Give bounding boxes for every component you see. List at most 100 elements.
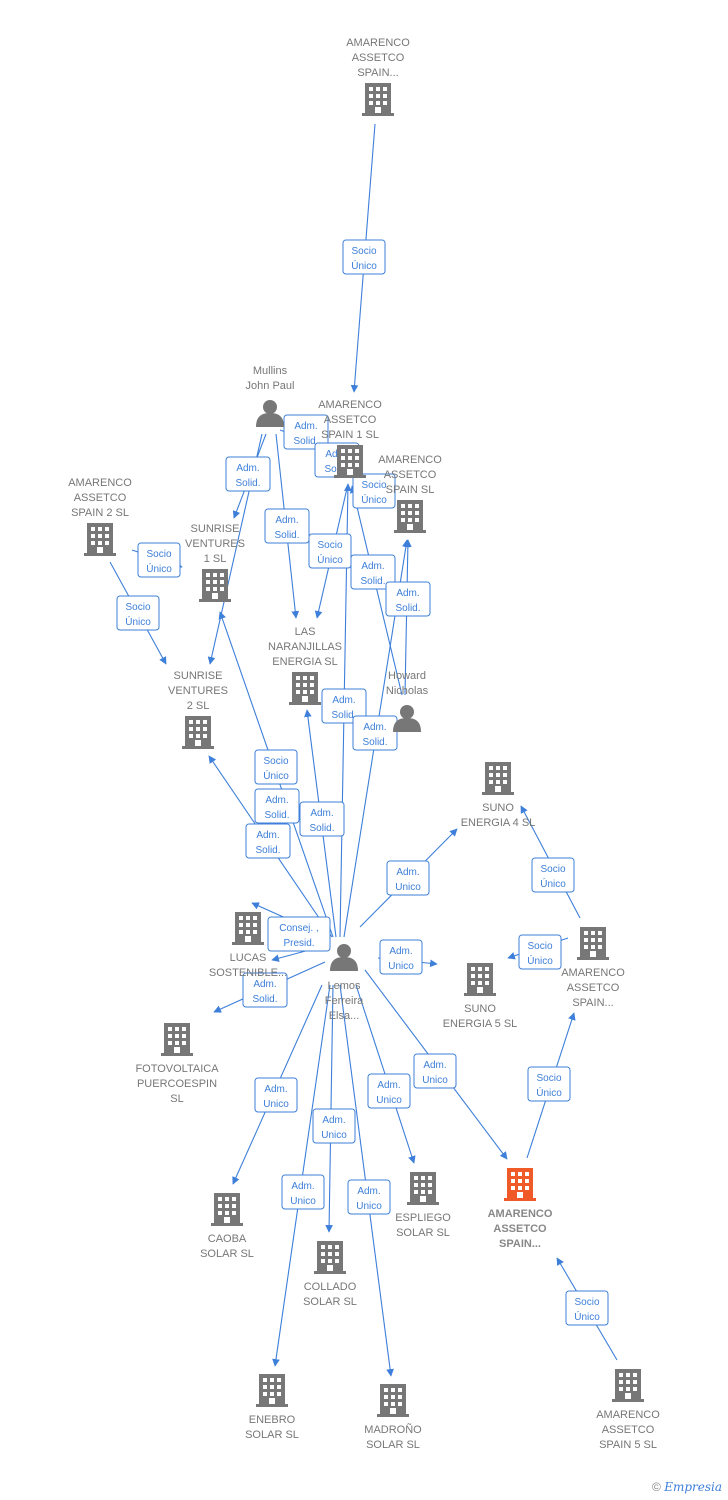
node-label-line: Elsa... xyxy=(329,1010,360,1022)
edge-label-howard-to-spain_sl[interactable]: Adm.Solid. xyxy=(385,581,431,617)
edge-label-text: Único xyxy=(527,954,553,967)
edge-label-text: Consej. , xyxy=(279,923,318,934)
edge-howard-to-spain_sl xyxy=(404,539,412,696)
edge-label-lemos-to-caoba[interactable]: Adm.Unico xyxy=(254,1077,298,1113)
edge-label-text: Adm. xyxy=(423,1060,446,1071)
edge-label-text: Adm. xyxy=(357,1186,380,1197)
node-label-line: AMARENCO xyxy=(378,454,442,466)
node-label-line: ENERGIA 5 SL xyxy=(443,1018,518,1030)
edge-label-text: Socio xyxy=(351,246,376,257)
node-label-line: VENTURES xyxy=(168,685,228,697)
node-label-line: ASSETCO xyxy=(352,52,405,64)
copyright-symbol: © xyxy=(652,1480,661,1494)
node-main[interactable]: AMARENCOASSETCOSPAIN... xyxy=(488,1168,553,1250)
edge-label-lemos-to-suno5[interactable]: Adm.Unico xyxy=(379,939,423,975)
node-label-line: Nicholas xyxy=(386,685,429,697)
node-label-line: SOLAR SL xyxy=(366,1439,420,1451)
edge-label-lemos-to-suno4[interactable]: Adm.Unico xyxy=(386,860,430,896)
edge-label-lemos-to-sunrise1[interactable]: Adm.Solid. xyxy=(254,788,300,824)
node-label-line: ASSETCO xyxy=(324,414,377,426)
edge-label-lemos-to-naranjillas[interactable]: Adm.Solid. xyxy=(299,801,345,837)
edge-label-mullins-to-sunrise1[interactable]: Adm.Solid. xyxy=(225,456,271,492)
node-label-line: John Paul xyxy=(246,380,295,392)
edge-label-lemos-to-spain_sl[interactable]: Adm.Solid. xyxy=(352,715,398,751)
node-label-line: CAOBA xyxy=(208,1233,247,1245)
node-lemos[interactable]: LemosFerreiraElsa... xyxy=(325,944,364,1022)
node-label-line: SOLAR SL xyxy=(396,1227,450,1239)
edge-label-text: Unico xyxy=(395,882,421,893)
edge-label-text: Adm. xyxy=(256,830,279,841)
node-suno5[interactable]: SUNO ENERGIA 5 SL xyxy=(443,963,518,1030)
node-lucas[interactable]: LUCASSOSTENIBLE... xyxy=(209,912,287,979)
edge-label-text: Socio xyxy=(536,1073,561,1084)
building-icon xyxy=(182,716,214,749)
edge-label-lemos-to-lucas[interactable]: Adm.Solid. xyxy=(245,823,291,859)
node-spain_top[interactable]: AMARENCOASSETCOSPAIN... xyxy=(346,37,410,116)
footer: © Empresia xyxy=(652,1480,722,1494)
building-icon xyxy=(161,1023,193,1056)
edge-label-text: Solid. xyxy=(331,710,356,721)
node-label-line: SOLAR SL xyxy=(200,1248,254,1260)
node-label-line: AMARENCO xyxy=(318,399,382,411)
edge-label-lemos-to-spain1[interactable]: Adm.Solid. xyxy=(321,688,367,724)
edge-label-text: Unico xyxy=(376,1095,402,1106)
building-icon xyxy=(232,912,264,945)
node-label-line: SOSTENIBLE... xyxy=(209,967,287,979)
person-icon xyxy=(256,400,284,427)
node-label-line: ASSETCO xyxy=(602,1424,655,1436)
edge-label-lemos-to-madrono[interactable]: Adm.Unico xyxy=(347,1179,391,1215)
node-label-line: AMARENCO xyxy=(346,37,410,49)
node-spain_right[interactable]: AMARENCOASSETCOSPAIN... xyxy=(561,927,625,1009)
node-label-line: ENEBRO xyxy=(249,1414,296,1426)
edge-label-text: Adm. xyxy=(294,421,317,432)
edge-label-howard-to-spain1[interactable]: Adm.Solid. xyxy=(350,554,396,590)
node-caoba[interactable]: CAOBA SOLAR SL xyxy=(200,1193,254,1260)
edge-label-lemos-to-fotovoltaica[interactable]: Adm.Solid. xyxy=(242,972,288,1008)
edge-label-lemos-to-main[interactable]: Adm.Unico xyxy=(413,1053,457,1089)
edge-label-text: Solid. xyxy=(293,436,318,447)
node-label-line: ENERGIA SL xyxy=(272,656,337,668)
node-label-line: 1 SL xyxy=(204,553,227,565)
empresia-logo[interactable]: Empresia xyxy=(664,1480,722,1494)
edge-label-lemos-to-enebro[interactable]: Adm.Unico xyxy=(281,1174,325,1210)
node-label-line: SUNO xyxy=(464,1003,496,1015)
edge-label-mullins-to-naranjillas[interactable]: Adm. Solid. xyxy=(283,414,329,450)
edge-label-text: Solid. xyxy=(362,737,387,748)
building-icon xyxy=(334,445,366,478)
node-label-line: SUNO xyxy=(482,802,514,814)
node-label-line: SPAIN 5 SL xyxy=(599,1439,657,1451)
node-label-line: SUNRISE xyxy=(191,523,240,535)
edge-label-mullins-to-sunrise2[interactable]: Adm.Solid. xyxy=(264,508,310,544)
edge-label-lemos-to-espliego[interactable]: Adm.Unico xyxy=(312,1108,356,1144)
edge-label-text: Socio xyxy=(263,756,288,767)
edge-label-text: Socio xyxy=(317,540,342,551)
edge-label-lemos-to-collado[interactable]: Adm.Unico xyxy=(367,1073,411,1109)
edge-label-lemos-to-lucas[interactable]: Consej. ,Presid. xyxy=(267,916,331,952)
edge-label-text: Solid. xyxy=(235,478,260,489)
